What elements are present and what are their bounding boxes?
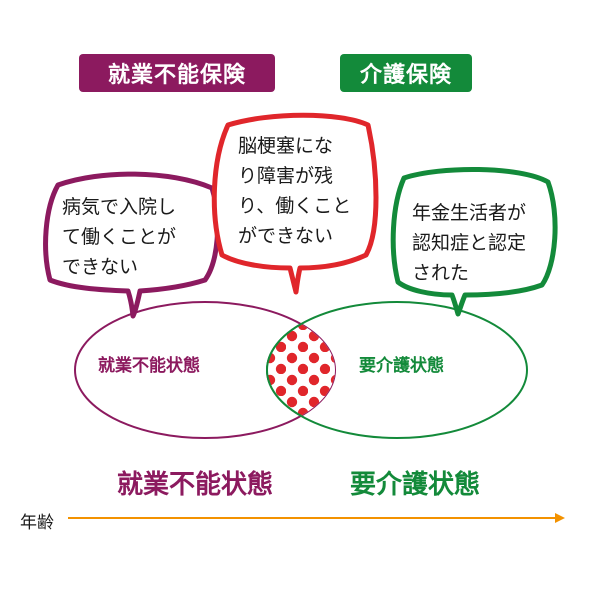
bubble-right-line: 年金生活者が bbox=[412, 202, 527, 224]
bubble-right bbox=[390, 166, 558, 317]
bubble-center-text: 脳梗塞にな り障害が残 り、働くこと ができない bbox=[238, 131, 351, 251]
bubble-left-line: できない bbox=[62, 256, 139, 278]
bubble-left-line: て働くことが bbox=[62, 226, 177, 248]
state-left-bottom-label: 就業不能状態 bbox=[117, 470, 274, 500]
header-nursing-care-insurance: 介護保険 bbox=[340, 54, 472, 92]
state-left-inner-label: 就業不能状態 bbox=[98, 356, 200, 376]
state-left-bottom-outline: 就業不能状態 bbox=[113, 467, 276, 504]
state-right-bottom-label: 要介護状態 bbox=[350, 470, 481, 500]
bubble-center-line: 脳梗塞にな bbox=[238, 135, 334, 157]
state-right-inner-label: 要介護状態 bbox=[359, 356, 444, 376]
header-right-label: 介護保険 bbox=[359, 63, 452, 88]
bubble-right-text: 年金生活者が 認知症と認定 された bbox=[412, 198, 526, 288]
bubble-center-line: り、働くこと bbox=[238, 195, 352, 217]
bubble-left bbox=[43, 171, 221, 319]
bubble-right-line: された bbox=[412, 262, 470, 284]
state-left-inner: 就業不能状態 就業不能状態 bbox=[96, 351, 203, 379]
bubble-center-line: ができない bbox=[238, 225, 334, 247]
bubble-center bbox=[211, 112, 379, 295]
state-right-inner-outline: 要介護状態 bbox=[357, 354, 447, 379]
state-right-inner: 要介護状態 要介護状態 bbox=[357, 351, 447, 379]
state-left-inner-outline: 就業不能状態 bbox=[96, 354, 203, 379]
age-axis-label: 年齢 bbox=[20, 513, 54, 533]
state-left-bottom: 就業不能状態 就業不能状態 bbox=[113, 464, 276, 504]
state-right-bottom: 要介護状態 要介護状態 bbox=[346, 464, 483, 504]
bubble-right-line: 認知症と認定 bbox=[412, 232, 527, 254]
bubble-left-line: 病気で入院し bbox=[62, 196, 177, 218]
header-income-protection-insurance: 就業不能保険 bbox=[79, 54, 275, 92]
header-left-label: 就業不能保険 bbox=[107, 63, 246, 88]
bubble-center-line: り障害が残 bbox=[238, 165, 334, 187]
bubble-left-text: 病気で入院し て働くことが できない bbox=[62, 192, 176, 282]
state-right-bottom-outline: 要介護状態 bbox=[346, 467, 483, 504]
